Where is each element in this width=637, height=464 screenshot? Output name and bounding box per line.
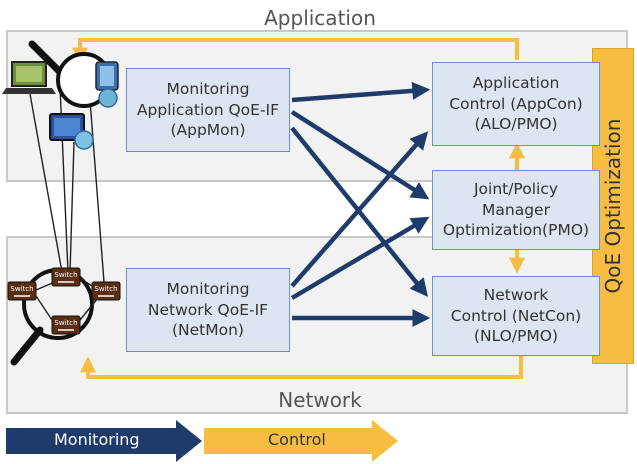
legend-monitoring-label: Monitoring xyxy=(54,430,140,449)
legend-control-label: Control xyxy=(268,430,326,449)
appmon-to-appcon-arrow xyxy=(291,81,431,103)
application-layer-label: Application xyxy=(264,6,376,30)
network-switch-icon: Switch xyxy=(91,281,121,301)
switch-label: Switch xyxy=(54,271,77,279)
app-control-box: Application Control (AppCon) (ALO/PMO) xyxy=(432,62,600,146)
legend-control-arrow xyxy=(204,420,398,462)
network-layer-label: Network xyxy=(278,388,362,412)
joint-policy-manager-box: Joint/Policy Manager Optimization(PMO) xyxy=(432,170,600,250)
appmon-to-manager-arrow xyxy=(290,110,430,200)
network-switch-icon: Switch xyxy=(51,267,81,287)
netmon-to-appcon-arrow xyxy=(290,131,429,288)
app-control-feedback-arrow xyxy=(72,38,519,64)
network-switch-icon: Switch xyxy=(51,315,81,335)
netmon-to-manager-arrow xyxy=(290,216,430,300)
net-control-feedback-arrow xyxy=(80,352,523,379)
legend-monitoring-arrow xyxy=(6,420,202,462)
tablet-icon xyxy=(49,113,94,150)
net-monitoring-box: Monitoring Network QoE-IF (NetMon) xyxy=(126,268,290,352)
net-control-box: Network Control (NetCon) (NLO/PMO) xyxy=(432,276,600,356)
laptop-icon xyxy=(2,61,56,94)
app-monitoring-box: Monitoring Application QoE-IF (AppMon) xyxy=(126,68,290,152)
tablet-icon xyxy=(95,61,119,108)
switch-label: Switch xyxy=(94,285,117,293)
switch-label: Switch xyxy=(54,319,77,327)
switch-label: Switch xyxy=(10,285,33,293)
network-switch-icon: Switch xyxy=(7,281,37,301)
